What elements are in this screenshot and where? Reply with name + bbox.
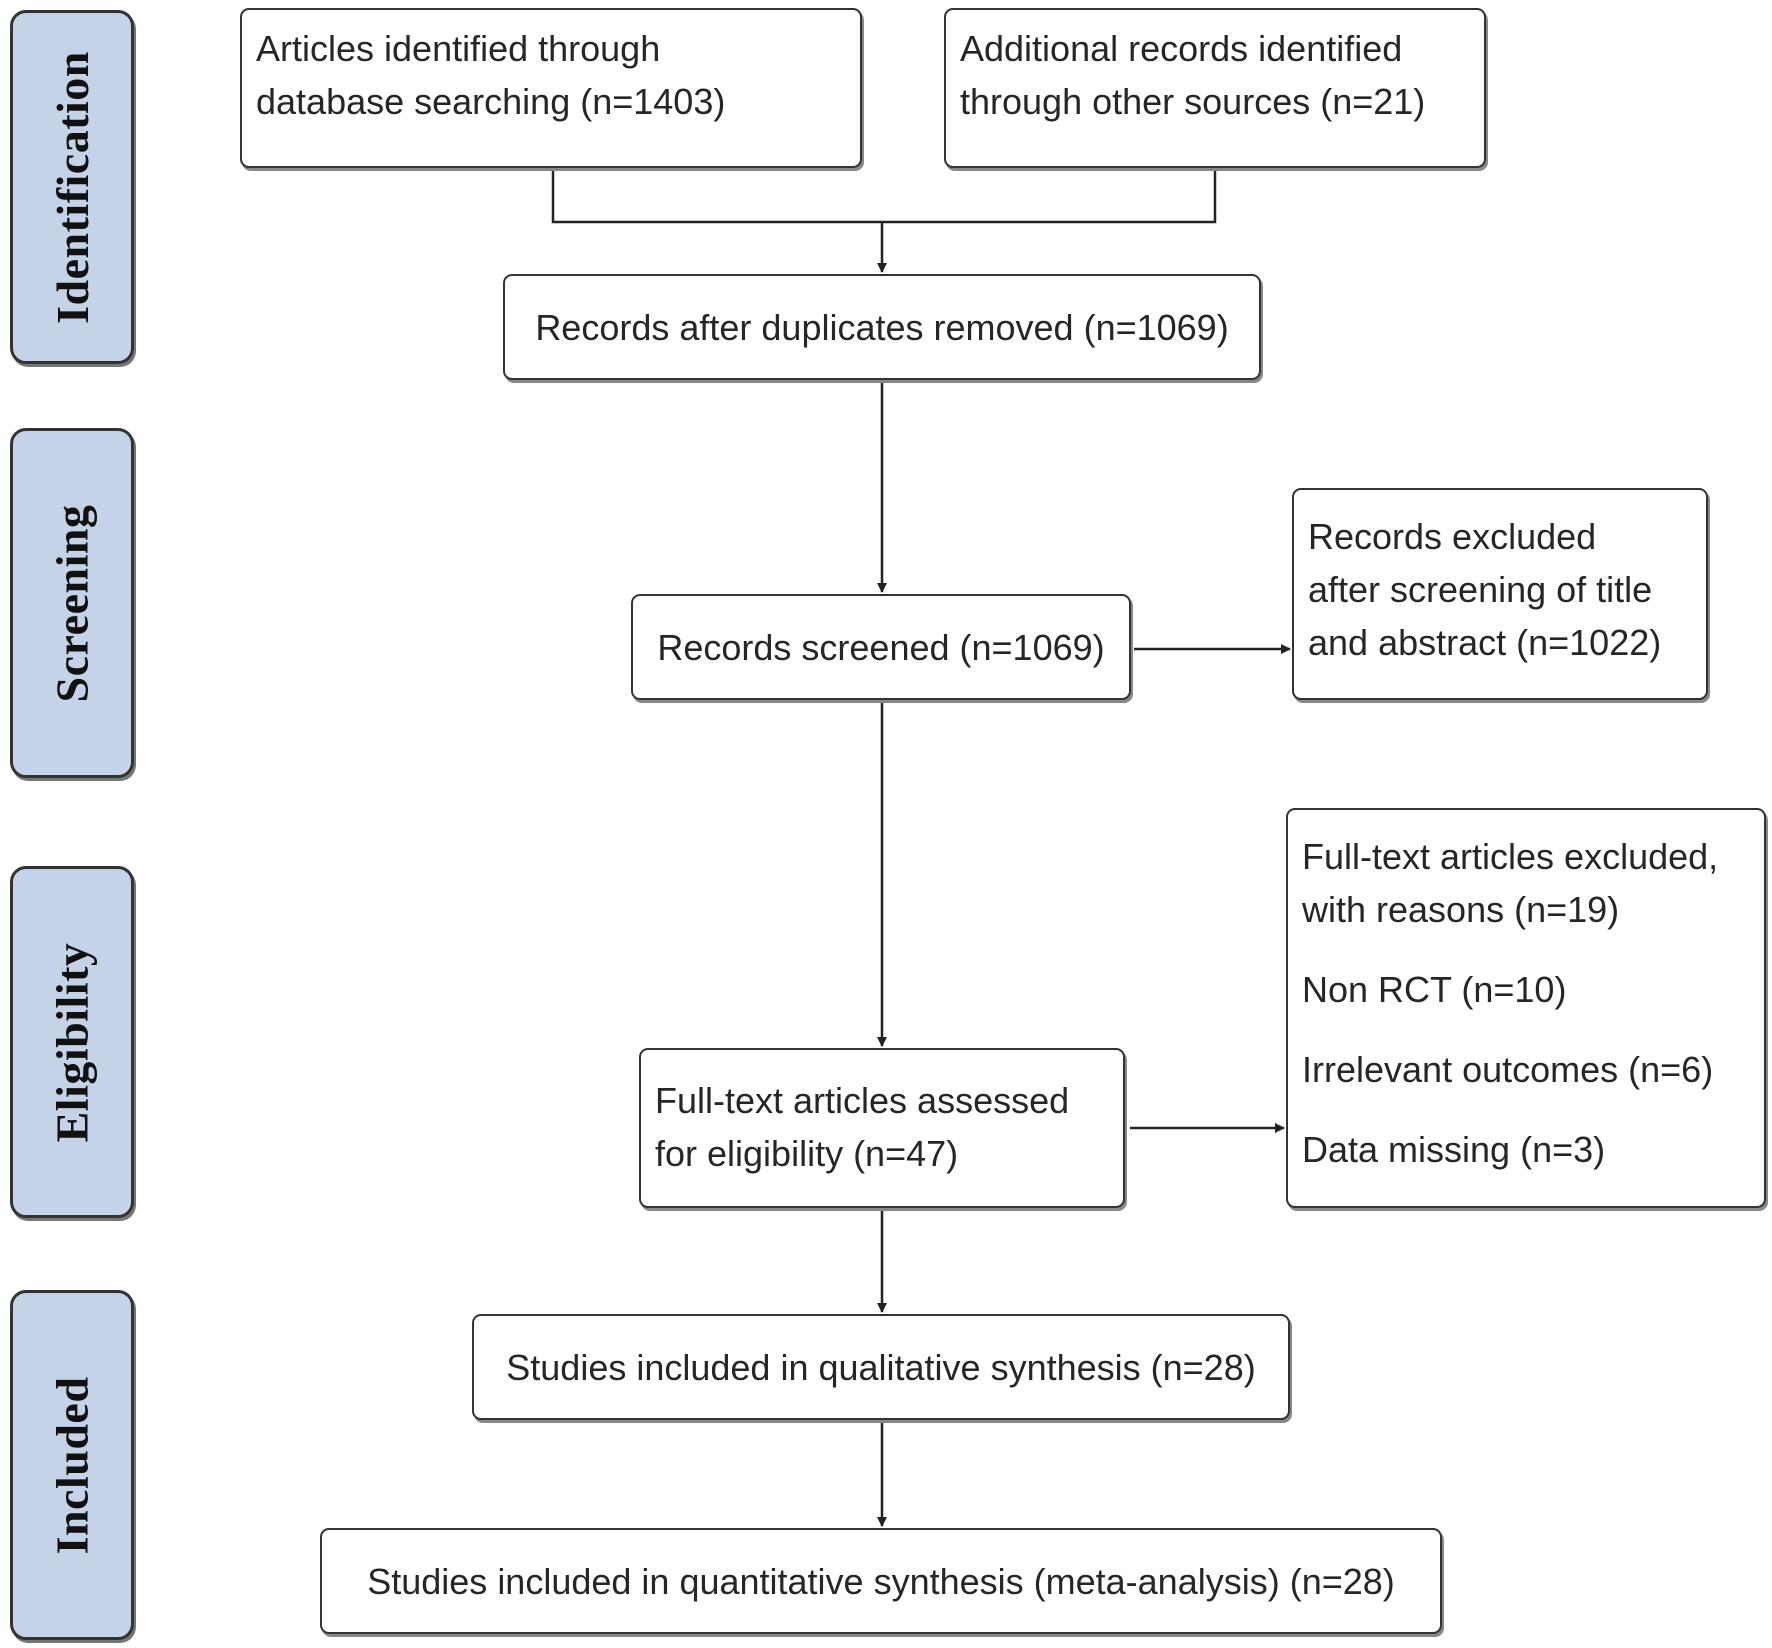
records-screened-box: Records screened (n=1069) (631, 594, 1131, 700)
other-sources-line-1: Additional records identified (960, 28, 1403, 69)
quantitative-synthesis-box: Studies included in quantitative synthes… (320, 1528, 1442, 1634)
other-sources-box: Additional records identified through ot… (944, 8, 1486, 168)
records-excluded-line-2: after screening of title (1308, 569, 1653, 610)
fulltext-assessed-box: Full-text articles assessed for eligibil… (639, 1048, 1125, 1208)
stage-label-identification: Identification (10, 10, 134, 364)
records-excluded-box: Records excluded after screening of titl… (1292, 488, 1708, 700)
duplicates-removed-text: Records after duplicates removed (n=1069… (535, 306, 1229, 348)
duplicates-removed-box: Records after duplicates removed (n=1069… (503, 274, 1261, 380)
fulltext-excluded-reason-irrelevant: Irrelevant outcomes (n=6) (1302, 1049, 1714, 1090)
fulltext-excluded-line-2: with reasons (n=19) (1302, 889, 1620, 930)
database-search-line-2: database searching (n=1403) (256, 81, 726, 122)
qualitative-synthesis-text: Studies included in qualitative synthesi… (506, 1346, 1256, 1388)
records-excluded-line-3: and abstract (n=1022) (1308, 622, 1662, 663)
fulltext-excluded-reason-missing: Data missing (n=3) (1302, 1129, 1606, 1170)
database-search-box: Articles identified through database sea… (240, 8, 862, 168)
stage-label-included: Included (10, 1290, 134, 1640)
fulltext-excluded-reason-non-rct: Non RCT (n=10) (1302, 969, 1567, 1010)
records-screened-text: Records screened (n=1069) (657, 626, 1105, 668)
stage-label-eligibility: Eligibility (10, 866, 134, 1218)
quantitative-synthesis-text: Studies included in quantitative synthes… (367, 1560, 1395, 1602)
fulltext-assessed-line-1: Full-text articles assessed (655, 1080, 1070, 1121)
records-excluded-line-1: Records excluded (1308, 516, 1597, 557)
fulltext-assessed-line-2: for eligibility (n=47) (655, 1133, 959, 1174)
merge-connector (551, 168, 1217, 224)
stage-label-screening: Screening (10, 428, 134, 778)
other-sources-line-2: through other sources (n=21) (960, 81, 1426, 122)
fulltext-excluded-line-1: Full-text articles excluded, (1302, 836, 1719, 877)
fulltext-excluded-box: Full-text articles excluded, with reason… (1286, 808, 1766, 1208)
qualitative-synthesis-box: Studies included in qualitative synthesi… (472, 1314, 1290, 1420)
database-search-line-1: Articles identified through (256, 28, 661, 69)
